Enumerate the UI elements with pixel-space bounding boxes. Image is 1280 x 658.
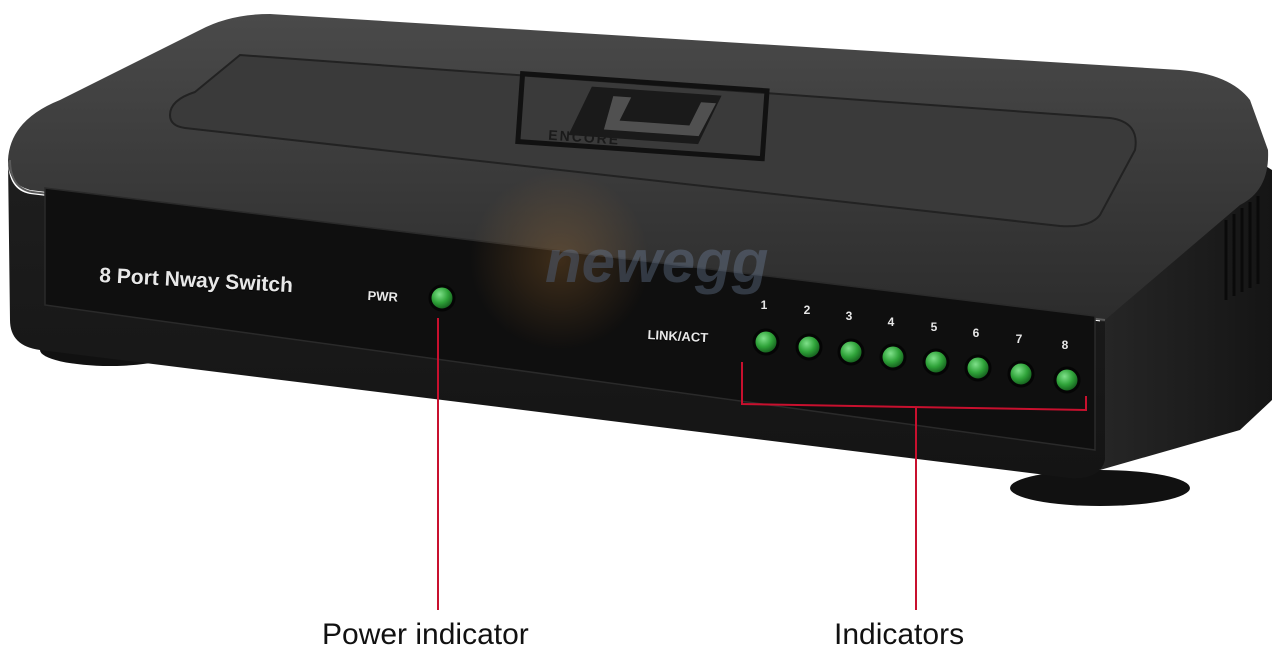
port-led-5 [922, 348, 950, 376]
side-vents [1224, 196, 1260, 300]
indicators-caption: Indicators [834, 618, 965, 651]
port-number: 8 [1061, 338, 1069, 352]
switch-side [1100, 150, 1272, 470]
link-act-label: LINK/ACT [647, 327, 709, 346]
port-number: 5 [930, 320, 938, 334]
port-number: 6 [972, 326, 980, 340]
svg-text:ENCORE: ENCORE [548, 127, 621, 148]
port-led-8 [1053, 366, 1081, 394]
front-edge [9, 159, 1106, 321]
port-number: 1 [760, 298, 768, 312]
brand-logo: ENCORE [515, 71, 770, 162]
port-led-6 [964, 354, 992, 382]
power-led [428, 284, 456, 312]
svg-text:newegg: newegg [545, 228, 768, 295]
port-led-2 [795, 333, 823, 361]
right-foot [1010, 470, 1190, 506]
port-led-3 [837, 338, 865, 366]
power-label: PWR [367, 288, 399, 305]
port-led-7 [1007, 360, 1035, 388]
port-led-1 [752, 328, 780, 356]
port-number: 7 [1015, 332, 1023, 346]
port-led-group [752, 328, 1081, 394]
power-indicator-caption: Power indicator [322, 618, 529, 651]
port-led-4 [879, 343, 907, 371]
indicators-bracket [741, 362, 1087, 412]
newegg-watermark: newegg [470, 170, 768, 350]
port-number: 2 [803, 303, 811, 317]
port-number: 4 [887, 315, 895, 329]
port-number: 3 [845, 309, 853, 323]
